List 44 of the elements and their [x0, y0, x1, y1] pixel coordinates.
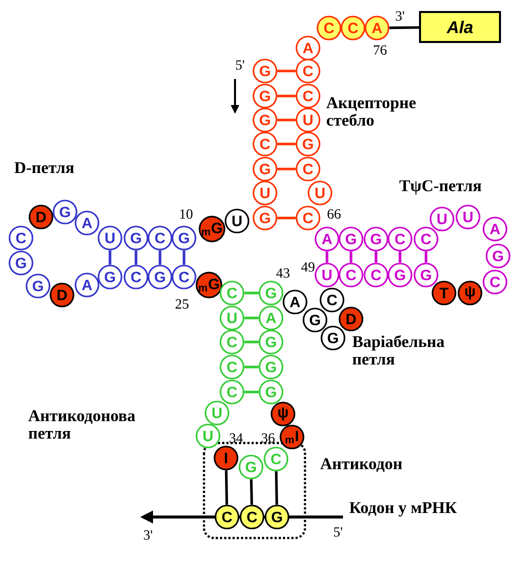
- base-pair-line: [244, 316, 259, 320]
- position-number: 43: [276, 268, 290, 278]
- position-number: 34: [230, 433, 243, 443]
- position-number: 5': [334, 527, 342, 537]
- base-pair-line: [398, 251, 402, 263]
- base-pair-line: [326, 251, 328, 263]
- base-pair-line: [244, 292, 259, 294]
- base-pair-line: [108, 250, 112, 265]
- position-number: 3': [144, 530, 152, 540]
- base-pair-line: [277, 216, 296, 220]
- base-pair-line: [277, 142, 296, 146]
- position-number: 10: [180, 209, 192, 219]
- link-line: [224, 470, 228, 505]
- region-label: Антикодон: [320, 458, 402, 472]
- base-pair-line: [424, 251, 428, 263]
- base-pair-line: [244, 340, 259, 344]
- position-number: 49: [301, 262, 314, 272]
- base-pair-line: [277, 94, 296, 98]
- base-pair-line: [277, 70, 296, 72]
- position-number: 3': [396, 11, 404, 21]
- base-pair-line: [277, 118, 296, 122]
- position-number: 66: [328, 209, 341, 219]
- link-line: [389, 26, 420, 30]
- link-line: [274, 471, 278, 505]
- position-number: 25: [176, 299, 188, 309]
- base-pair-line: [374, 251, 378, 263]
- position-number: 76: [374, 45, 387, 55]
- region-label: Акцепторне стебло: [326, 97, 416, 126]
- base-pair-line: [244, 390, 259, 394]
- region-label: Варіабельна петля: [352, 335, 444, 365]
- position-number: 36: [262, 433, 275, 443]
- link-line: [250, 479, 254, 505]
- position-number: 5': [236, 60, 244, 70]
- base-pair-line: [350, 251, 352, 263]
- region-label: ТψС-петля: [399, 180, 482, 195]
- base-pair-line: [134, 250, 138, 265]
- base-pair-line: [182, 250, 186, 265]
- region-label: Кодон у мРНК: [349, 502, 457, 517]
- base-pair-line: [277, 168, 296, 170]
- base-pair-line: [244, 366, 259, 368]
- base-pair-line: [158, 250, 162, 265]
- region-label: D-петля: [14, 162, 74, 174]
- amino-acid-box: Ala: [419, 11, 501, 43]
- region-label: Антикодонова петля: [28, 410, 136, 439]
